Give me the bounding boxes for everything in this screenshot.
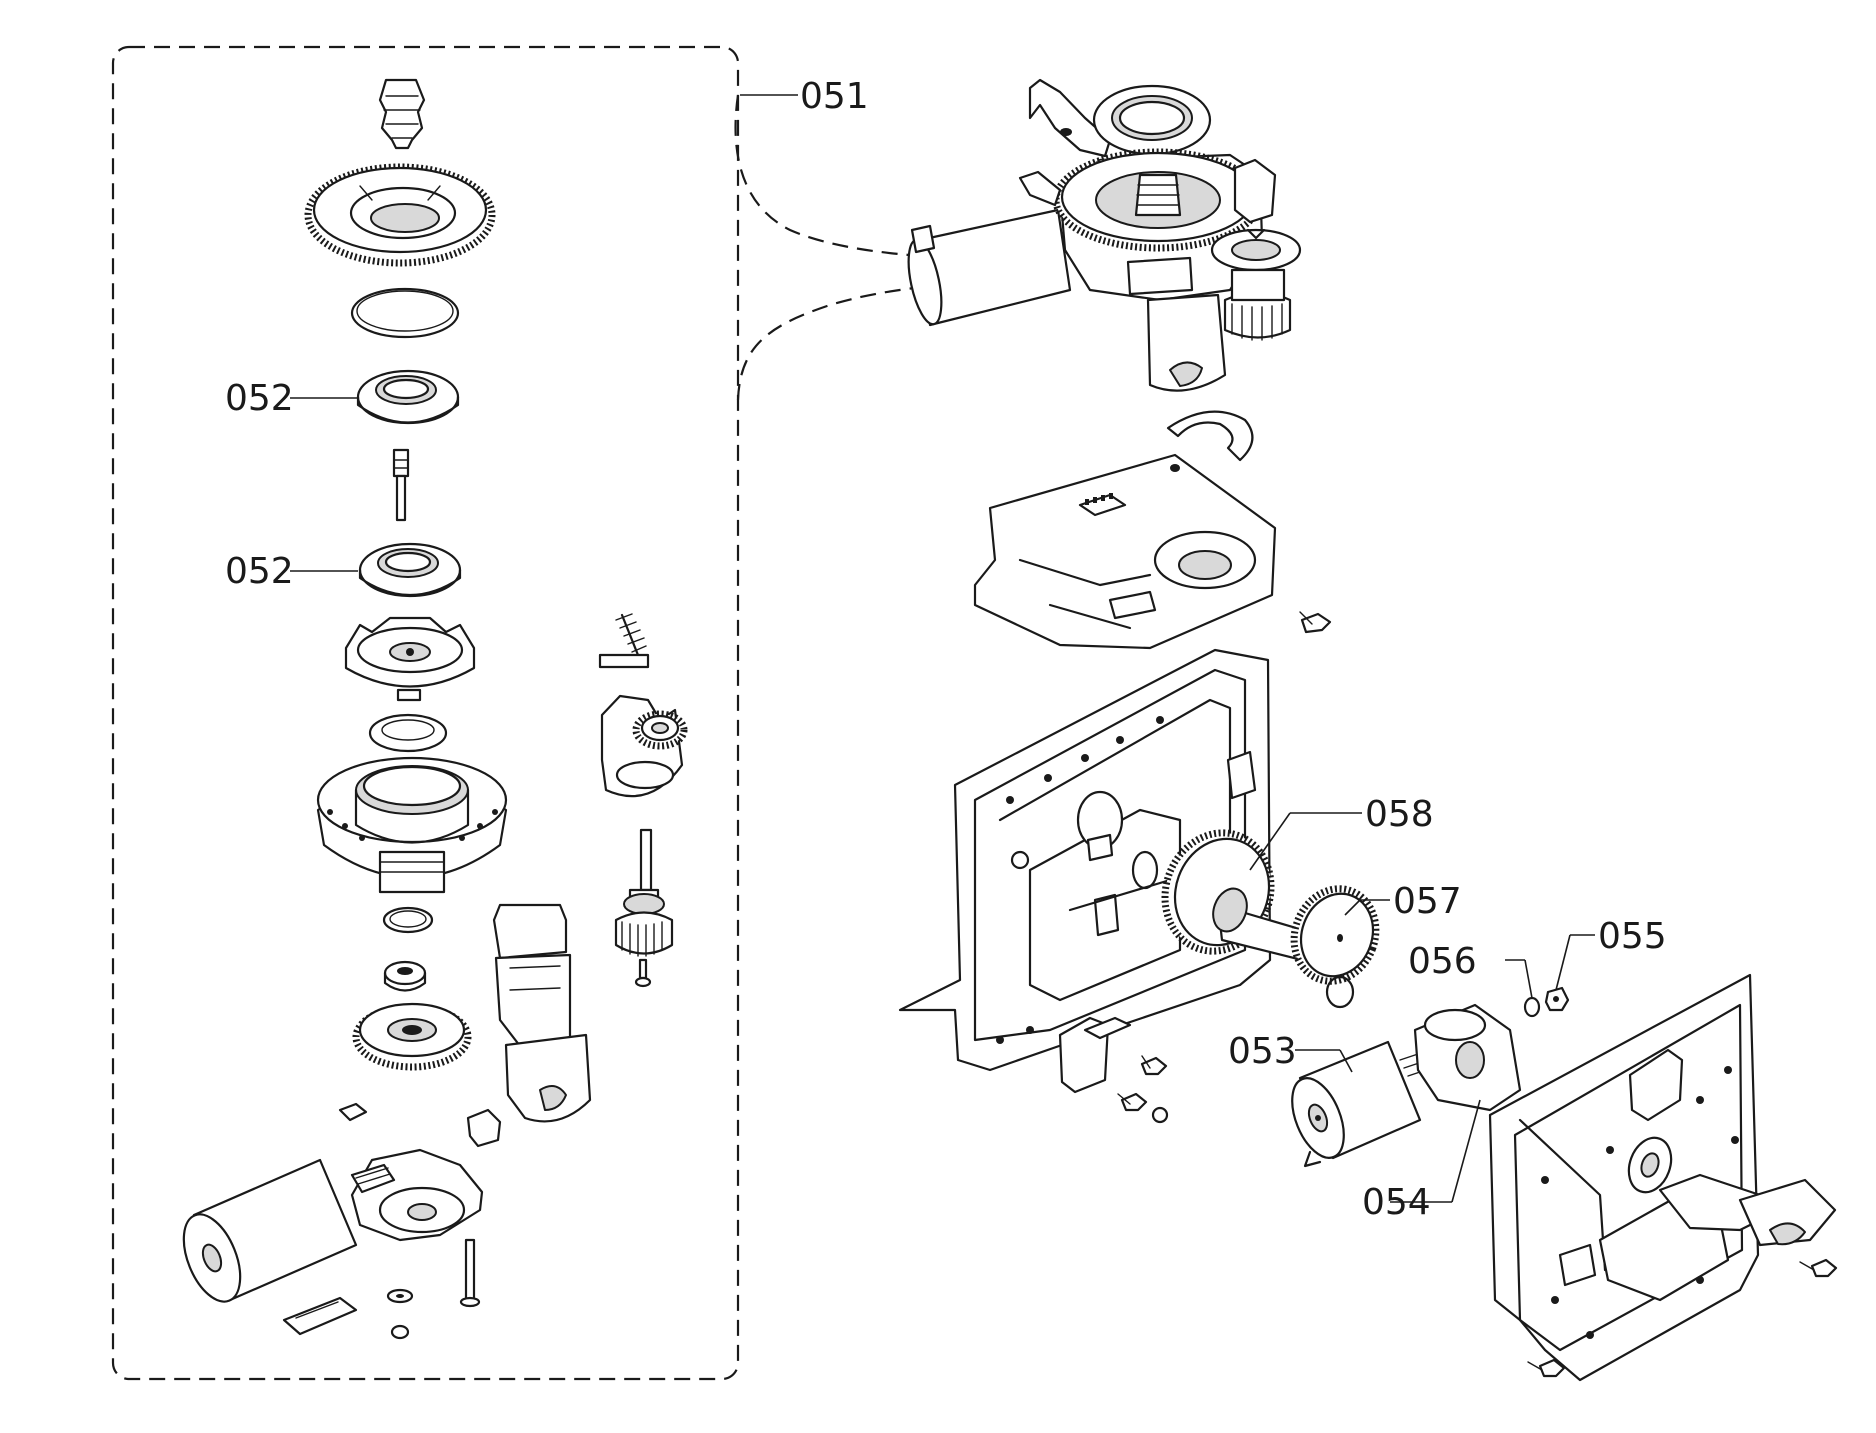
worm-spring: [615, 613, 647, 662]
connector-block: [282, 1296, 358, 1336]
callout-052-lower: 052: [225, 551, 294, 592]
small-seal: [368, 713, 448, 753]
callout-056: 056: [1408, 941, 1477, 982]
tray-screw: [1299, 611, 1332, 634]
brew-unit-top: [907, 78, 1302, 462]
small-clip: [338, 1102, 368, 1122]
motor-053: [1291, 1040, 1454, 1168]
left-stack-parts: [182, 78, 508, 1340]
callout-058: 058: [1365, 794, 1434, 835]
o-ring-shaft: [1325, 975, 1355, 1009]
gear-057: [1290, 885, 1380, 985]
callout-053: 053: [1228, 1031, 1297, 1072]
callout-055: 055: [1598, 916, 1667, 957]
plate-screw-bottom: [1527, 1358, 1566, 1378]
leader-lines: [290, 94, 1595, 1203]
nut-055: [1544, 986, 1570, 1012]
large-gear-ring: [304, 163, 496, 267]
brew-chamber-housing: [316, 756, 508, 894]
lateral-tube: [907, 208, 1072, 327]
small-bar: [598, 653, 650, 669]
callout-labels: 051 052 052 058 057 055 056 053 054: [225, 76, 1667, 1223]
worm-housing-054: [1413, 1003, 1522, 1112]
chassis-frame: [898, 648, 1272, 1072]
pin: [392, 448, 410, 522]
top-seal: [1092, 84, 1212, 156]
subassembly-boundary: [111, 45, 1011, 1381]
motor-screw: [459, 1238, 481, 1308]
lower-piston-gear: [352, 1002, 472, 1071]
spring-nozzle: [378, 78, 426, 150]
brew-housing: [1018, 148, 1277, 392]
nut: [390, 1324, 410, 1340]
small-screw: [634, 958, 652, 988]
drip-spout: [492, 903, 592, 1123]
knob-assembly-right: [1210, 228, 1302, 341]
handle-clip: [1028, 78, 1112, 158]
small-cap: [466, 1108, 502, 1148]
o-ring-large: [350, 287, 460, 339]
washer-056: [1523, 996, 1541, 1018]
large-drive-gear-058: [1161, 829, 1330, 968]
bayonet-hub: [344, 616, 476, 702]
side-plate: [1488, 973, 1837, 1382]
o-ring-small: [382, 906, 434, 934]
c-clip: [1166, 410, 1254, 462]
seal-052-lower: [358, 542, 462, 598]
cam-gear-housing: [600, 694, 688, 798]
bracket-screws: [1117, 1055, 1169, 1124]
drive-parts: [466, 613, 688, 1148]
callout-052-upper: 052: [225, 378, 294, 419]
gear-motor-assembly: [182, 1148, 484, 1303]
seal-052-upper: [356, 369, 460, 425]
callout-054: 054: [1362, 1182, 1431, 1223]
tray-housing: [973, 453, 1277, 650]
plate-screw-right: [1799, 1258, 1838, 1278]
callout-051: 051: [800, 76, 869, 117]
bushing: [383, 960, 427, 992]
callout-057: 057: [1393, 881, 1462, 922]
bottom-bracket: [1058, 1016, 1132, 1094]
knob-shaft: [614, 828, 674, 957]
